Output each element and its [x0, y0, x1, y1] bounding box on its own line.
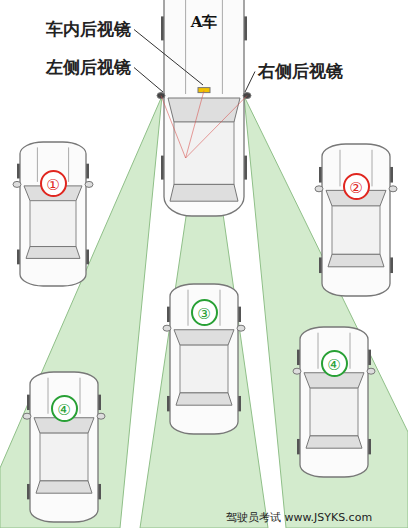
car-outline: [158, 0, 250, 218]
hood-line: [37, 147, 38, 181]
hood-line: [185, 0, 186, 94]
car-drawing: [23, 372, 105, 522]
right-mirror-view: [244, 96, 408, 528]
hood-line: [318, 333, 319, 369]
car-outline: [294, 325, 374, 479]
callout-number: ④: [51, 395, 78, 422]
car-body: [322, 144, 390, 296]
car-body: [164, 0, 244, 216]
other-car: ③: [164, 282, 244, 436]
windshield: [174, 330, 234, 345]
car-body: [300, 327, 368, 477]
roof: [174, 122, 234, 184]
callout-number: ③: [191, 299, 218, 326]
roof: [30, 201, 76, 247]
mirror-label: 车内后视镜: [46, 18, 131, 41]
hood-line: [48, 378, 49, 414]
side-mirror: [389, 186, 397, 192]
side-mirror: [13, 181, 21, 187]
other-car: ④: [24, 370, 104, 524]
mirror-label: 左侧后视镜: [46, 56, 131, 79]
side-mirror: [367, 368, 375, 374]
side-mirror: [97, 413, 105, 419]
hood-line: [340, 150, 341, 187]
callout-number: ④: [321, 350, 348, 377]
car-drawing: [163, 284, 245, 434]
rear-window: [306, 436, 362, 448]
side-mirror: [315, 186, 323, 192]
rear-window: [176, 393, 232, 405]
leader-line: [134, 68, 163, 93]
roof: [180, 345, 228, 393]
other-car: ①: [14, 140, 92, 288]
sight-line: [186, 96, 247, 158]
left-mirror-view: [0, 96, 162, 528]
car-drawing: [157, 0, 251, 216]
rear-window: [328, 254, 384, 266]
hood-line: [220, 290, 221, 326]
rear-window: [170, 184, 238, 201]
hood-line: [222, 0, 223, 94]
car-outline: [14, 140, 92, 288]
roof: [332, 206, 380, 254]
mirror-label: 右侧后视镜: [258, 60, 343, 83]
side-mirror: [85, 181, 93, 187]
watermark: 驾驶员考试 www.JSYKS.com: [226, 510, 372, 525]
side-mirror: [23, 413, 31, 419]
inner-mirror-view: [140, 88, 268, 528]
rear-window: [26, 247, 80, 259]
car-body: [20, 142, 86, 286]
car-body: [30, 372, 98, 522]
car-body: [170, 284, 238, 434]
roof: [40, 433, 88, 481]
side-mirror: [237, 325, 245, 331]
car-name: A车: [191, 13, 218, 32]
rear-window: [36, 481, 92, 493]
hood-line: [80, 378, 81, 414]
leader-line: [245, 72, 255, 93]
car-drawing: [315, 144, 397, 296]
other-car: ②: [316, 142, 396, 298]
car-outline: [316, 142, 396, 298]
callout-number: ①: [40, 170, 67, 197]
callout-number: ②: [343, 173, 370, 200]
other-car: ④: [294, 325, 374, 479]
driver-car: A车: [158, 0, 250, 218]
hood-line: [350, 333, 351, 369]
car-drawing: [13, 142, 93, 286]
sight-line: [161, 96, 186, 158]
hood-line: [68, 147, 69, 181]
hood-line: [372, 150, 373, 187]
roof: [310, 388, 358, 436]
windshield: [168, 98, 240, 122]
sight-line: [186, 91, 204, 158]
hood-line: [188, 290, 189, 326]
car-outline: [24, 370, 104, 524]
side-mirror: [163, 325, 171, 331]
side-mirror: [293, 368, 301, 374]
car-drawing: [293, 327, 375, 477]
